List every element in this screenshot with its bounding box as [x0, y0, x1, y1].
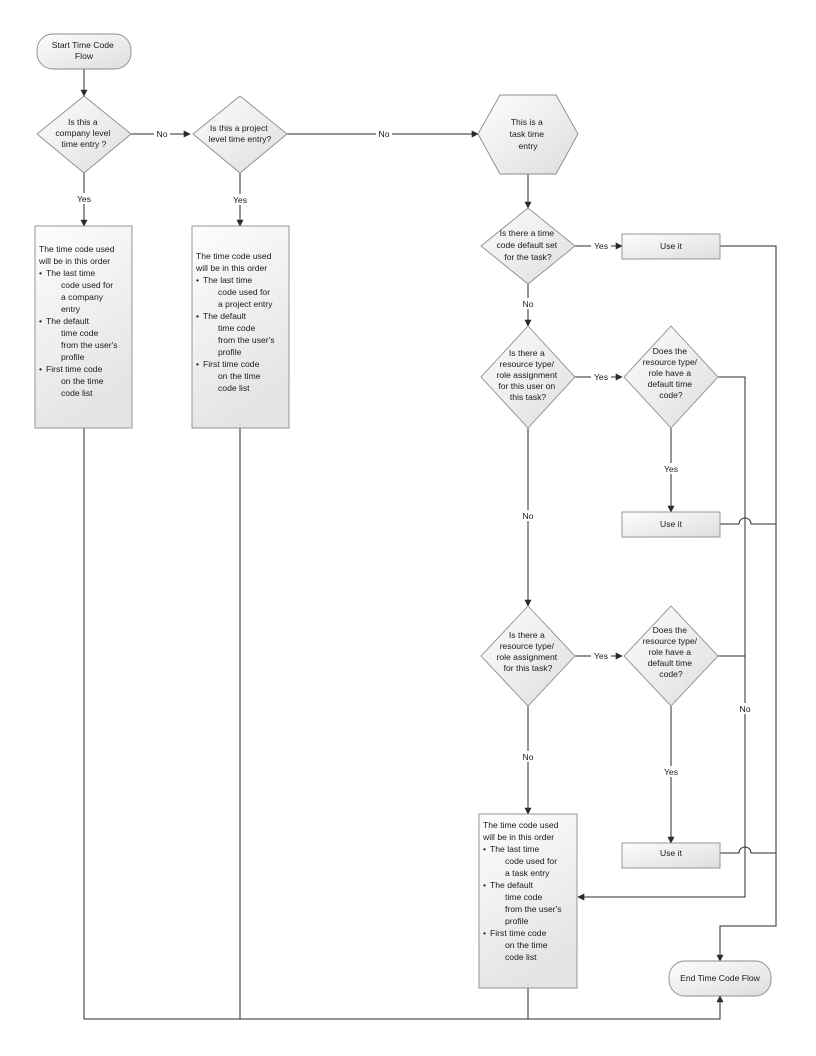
assign-user-question-label: Is there a resource type/ role assignmen…	[496, 348, 559, 402]
use-it-2-box[interactable]	[621, 511, 721, 538]
start-terminator[interactable]	[36, 33, 132, 70]
task-order-box[interactable]	[478, 813, 578, 989]
company-box-text: The time code used will be in this order…	[38, 244, 120, 398]
default-set-decision[interactable]	[480, 207, 576, 285]
edge-label-company-yes: Yes	[77, 194, 91, 204]
assign-user-decision[interactable]	[480, 325, 576, 429]
use-it-2-label: Use it	[660, 519, 683, 529]
start-label: Start Time Code Flow	[52, 40, 116, 61]
edge-label-assign-task-no: No	[523, 752, 534, 762]
assign-task-decision[interactable]	[480, 605, 576, 707]
end-terminator[interactable]	[668, 960, 772, 997]
edge-label-assign-task-yes: Yes	[594, 651, 608, 661]
task-time-label: This is a task time entry	[510, 117, 547, 151]
use-it-1-box[interactable]	[621, 233, 721, 260]
edge-role1-no	[577, 376, 746, 901]
task-box-text: The time code used will be in this order…	[482, 820, 564, 962]
project-box-text: The time code used will be in this order…	[195, 251, 277, 393]
connectors	[80, 69, 777, 1020]
edge-useit1-to-end	[716, 245, 777, 962]
default-set-question-label: Is there a time code default set for the…	[496, 228, 559, 262]
company-decision[interactable]	[36, 95, 132, 174]
edge-label-role1-yes: Yes	[664, 464, 678, 474]
role-default-decision-2[interactable]	[623, 605, 719, 707]
project-order-box[interactable]	[191, 225, 290, 429]
role-default-question-1-label: Does the resource type/ role have a defa…	[643, 346, 700, 400]
edge-label-project-yes: Yes	[233, 195, 247, 205]
node-labels: Start Time Code Flow Is this a company l…	[38, 40, 761, 983]
edge-label-default-yes: Yes	[594, 241, 608, 251]
end-label: End Time Code Flow	[680, 973, 761, 983]
assign-task-question-label: Is there a resource type/ role assignmen…	[496, 630, 559, 673]
edge-label-assign-user-no: No	[523, 511, 534, 521]
edge-boxes-to-end	[83, 428, 724, 1020]
edge-useit2-to-end	[720, 517, 776, 525]
edge-useit3-to-end	[720, 846, 776, 854]
project-decision[interactable]	[192, 95, 288, 174]
edge-label-role2-yes: Yes	[664, 767, 678, 777]
task-time-hexagon[interactable]	[477, 94, 579, 175]
edge-label-company-no: No	[157, 129, 168, 139]
edge-label-default-no: No	[523, 299, 534, 309]
edge-label-roles-no: No	[740, 704, 751, 714]
company-question-label: Is this a company level time entry ?	[55, 117, 112, 149]
role-default-question-2-label: Does the resource type/ role have a defa…	[643, 625, 700, 679]
company-order-box[interactable]	[34, 225, 133, 429]
use-it-3-label: Use it	[660, 848, 683, 858]
edge-labels: No Yes No Yes Yes No Yes No Yes Yes No Y…	[74, 128, 753, 777]
edge-label-assign-user-yes: Yes	[594, 372, 608, 382]
role-default-decision-1[interactable]	[623, 325, 719, 429]
use-it-1-label: Use it	[660, 241, 683, 251]
project-question-label: Is this a project level time entry?	[209, 123, 272, 144]
use-it-3-box[interactable]	[621, 842, 721, 869]
edge-label-project-no: No	[379, 129, 390, 139]
shapes	[34, 33, 772, 997]
